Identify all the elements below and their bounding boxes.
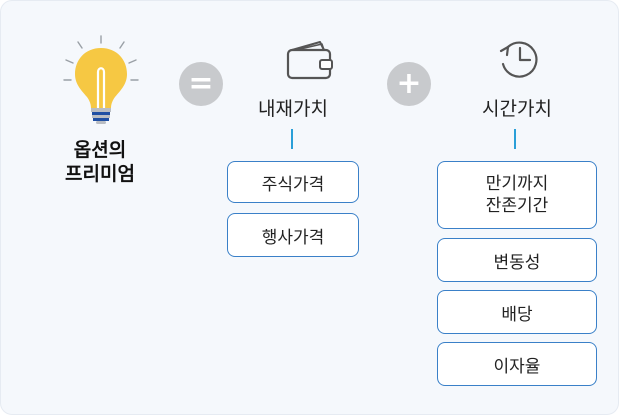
intrinsic-value-title: 내재가치 (258, 98, 328, 120)
intrinsic-item-strike-price: 행사가격 (227, 213, 359, 257)
time-item-dividend: 배당 (437, 290, 597, 334)
clock-icon (499, 41, 538, 78)
time-value-title: 시간가치 (482, 98, 552, 120)
premium-label: 옵션의 프리미엄 (40, 138, 160, 186)
equals-operator: = (179, 62, 223, 106)
equals-symbol: = (188, 66, 214, 101)
lightbulb-icon (63, 35, 139, 124)
premium-label-line1: 옵션의 (73, 139, 127, 161)
intrinsic-connector-line (291, 129, 293, 149)
wallet-icon (286, 41, 333, 80)
time-item-interest-rate: 이자율 (437, 342, 597, 386)
time-connector-line (514, 129, 516, 149)
intrinsic-item-stock-price: 주식가격 (227, 161, 359, 203)
premium-label-line2: 프리미엄 (65, 163, 135, 185)
time-item-maturity: 만기까지 잔존기간 (437, 161, 597, 229)
time-item-maturity-line2: 잔존기간 (485, 196, 549, 216)
time-item-volatility: 변동성 (437, 238, 597, 282)
time-item-maturity-line1: 만기까지 (485, 174, 549, 194)
plus-symbol: + (396, 66, 422, 101)
plus-operator: + (387, 62, 431, 106)
